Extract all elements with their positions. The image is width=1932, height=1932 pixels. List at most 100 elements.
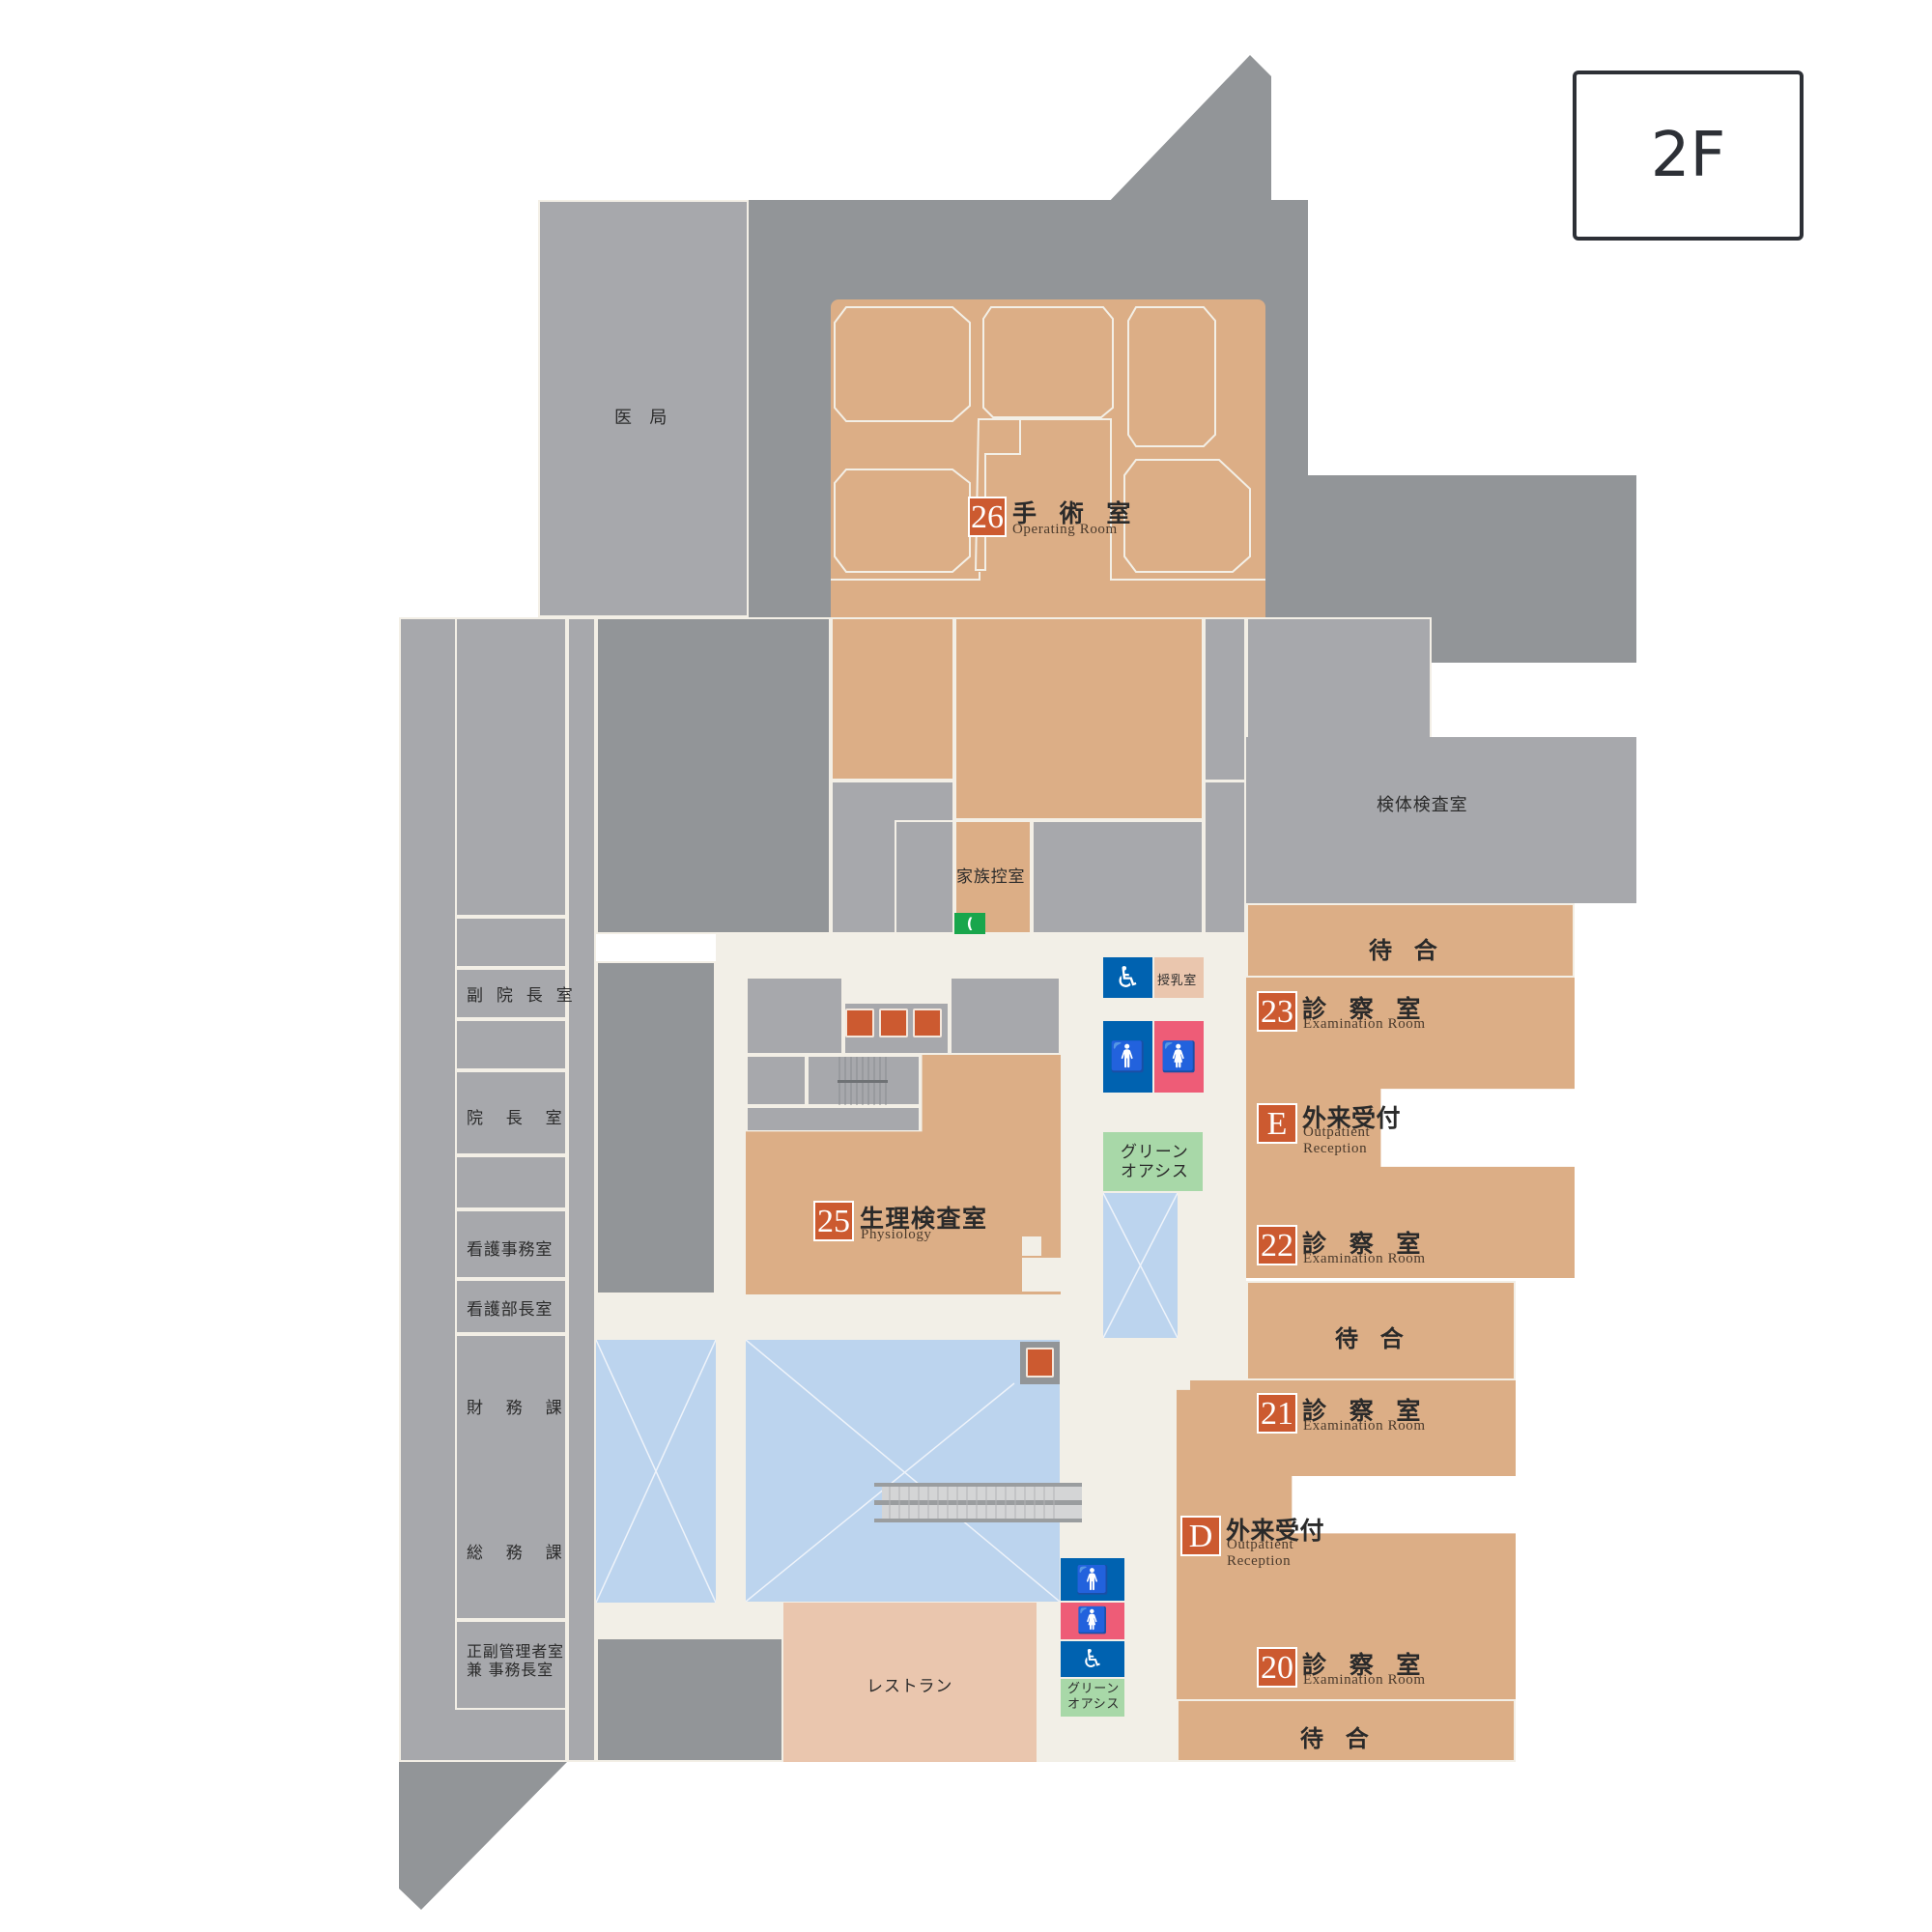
room-22-english: Examination Room (1303, 1251, 1426, 1266)
elevator-icon (879, 1009, 908, 1037)
room-23-badge: 23 (1257, 991, 1297, 1032)
reception-e-name: 外来受付 (1302, 1104, 1402, 1132)
physiology-notch-1 (1022, 1236, 1041, 1256)
finance-general-room (455, 1334, 567, 1620)
reception-d-english-2: Reception (1227, 1553, 1292, 1569)
floor-label: 2F (1650, 120, 1726, 191)
waiting-area-south (1177, 1699, 1516, 1762)
physiology-notch-2 (1022, 1258, 1061, 1292)
reception-d-name: 外来受付 (1226, 1517, 1325, 1545)
dark-room-west-2 (596, 1637, 783, 1762)
shaft-b (1204, 781, 1246, 934)
room-empty-2 (455, 1019, 567, 1070)
room-25-name: 生理検査室 (860, 1205, 988, 1233)
female-restroom-icon: 🚺 (1154, 1021, 1204, 1093)
west-corridor-wall (567, 617, 596, 1762)
reception-e-english-1: Outpatient (1303, 1124, 1371, 1140)
shaft-a (1204, 617, 1246, 781)
green-oasis-north-l1: グリーン (1121, 1143, 1189, 1162)
room-22-name: 診 察 室 (1302, 1230, 1428, 1258)
floor-indicator: 2F (1573, 71, 1804, 241)
north-dark-room (596, 617, 831, 934)
director-room (455, 1070, 567, 1155)
room-23-english: Examination Room (1303, 1016, 1426, 1032)
room-20-badge: 20 (1257, 1647, 1297, 1688)
manager-label-2: 兼 事務長室 (467, 1661, 554, 1679)
room-empty-1 (455, 917, 567, 968)
elevator-icon (845, 1009, 874, 1037)
director-label: 院 長 室 (467, 1109, 565, 1128)
wheelchair-icon: ♿ (1061, 1641, 1124, 1677)
exam-reception-block-south (1177, 1380, 1516, 1699)
specimen-lab-b (1246, 860, 1575, 903)
finance-label: 財 務 課 (467, 1399, 565, 1418)
male-restroom-icon: 🚹 (1061, 1558, 1124, 1601)
nursing-office-room (455, 1209, 567, 1279)
waiting-area-middle (1246, 1281, 1516, 1380)
phone-icon: ( (954, 913, 985, 934)
stairs (807, 1055, 921, 1106)
nursing-director-label: 看護部長室 (467, 1300, 554, 1320)
reception-e-english-2: Reception (1303, 1141, 1368, 1156)
waiting-area-north (1246, 903, 1575, 978)
room-21-english: Examination Room (1303, 1418, 1426, 1434)
west-room-top (455, 617, 567, 917)
nursing-room (1154, 957, 1204, 998)
room-21-badge: 21 (1257, 1393, 1297, 1434)
male-restroom-icon: 🚹 (1103, 1021, 1152, 1093)
nursing-office-label: 看護事務室 (467, 1240, 554, 1260)
waiting-label-middle: 待 合 (1335, 1325, 1410, 1352)
accessible-elevator-icon (1026, 1348, 1054, 1378)
atrium-void-center (746, 1340, 1060, 1602)
waiting-label-south: 待 合 (1300, 1725, 1376, 1752)
green-oasis-south (1061, 1679, 1124, 1717)
room-20-name: 診 察 室 (1302, 1651, 1428, 1679)
atrium-void-west (596, 1340, 716, 1603)
green-oasis-south-l1: グリーン (1067, 1682, 1120, 1696)
reception-e-badge: E (1257, 1103, 1297, 1144)
reception-d-english-1: Outpatient (1227, 1537, 1294, 1552)
room-26-name: 手 術 室 (1012, 499, 1138, 527)
room-22-badge: 22 (1257, 1225, 1297, 1265)
room-21-name: 診 察 室 (1302, 1397, 1428, 1425)
or-support-room-2 (954, 617, 1204, 820)
vice-director-room (455, 968, 567, 1019)
room-26-english: Operating Room (1012, 522, 1118, 537)
reception-d-badge: D (1180, 1516, 1221, 1556)
nursing-director-room (455, 1279, 567, 1334)
dark-room-west-1 (596, 961, 716, 1294)
family-waiting-label: 家族控室 (956, 867, 1026, 887)
room-25-english: Physiology (861, 1227, 932, 1242)
room-20-english: Examination Room (1303, 1672, 1426, 1688)
core-room-nw (746, 977, 843, 1055)
restaurant-label: レストラン (867, 1677, 953, 1696)
manager-label-1: 正副管理者室 (467, 1642, 564, 1661)
atrium-void-east (1103, 1193, 1178, 1338)
wheelchair-icon: ♿ (1103, 957, 1152, 998)
medical-office-label: 医 局 (614, 408, 673, 428)
waiting-label-north: 待 合 (1369, 937, 1444, 964)
vice-director-label: 副 院 長 室 (467, 986, 577, 1006)
manager-room (455, 1620, 567, 1710)
female-restroom-icon: 🚺 (1061, 1603, 1124, 1639)
elevator-icon (913, 1009, 942, 1037)
gray-room-c (1032, 820, 1204, 934)
escalator (874, 1483, 1082, 1522)
room-23-name: 診 察 室 (1302, 995, 1428, 1023)
restaurant (783, 1603, 1037, 1762)
medical-office (538, 200, 749, 617)
room-26-badge: 26 (968, 497, 1007, 537)
room-empty-3 (455, 1155, 567, 1209)
specimen-lab-label: 検体検査室 (1377, 795, 1468, 815)
room-25-badge: 25 (813, 1201, 854, 1241)
or-support-room-1 (831, 617, 954, 781)
general-affairs-label: 総 務 課 (467, 1544, 565, 1563)
operating-theatres (831, 306, 1265, 581)
green-oasis-north (1103, 1132, 1203, 1191)
core-room-ne (950, 977, 1061, 1055)
nursing-room-label: 授乳室 (1157, 974, 1197, 988)
gray-room-b (895, 820, 954, 934)
core-room-w (746, 1055, 807, 1106)
green-oasis-south-l2: オアシス (1067, 1697, 1121, 1712)
